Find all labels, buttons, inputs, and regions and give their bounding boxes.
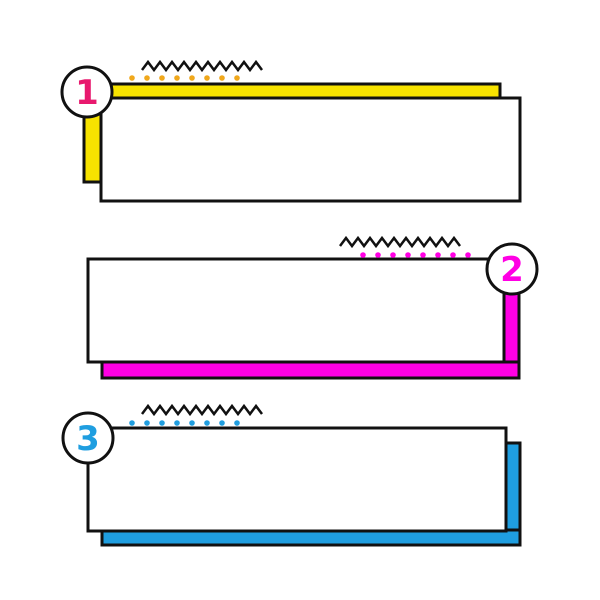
number-badge: [60, 65, 114, 119]
banner-2: 2: [86, 235, 539, 380]
zigzag-icon: [141, 403, 263, 417]
number-badge: [485, 242, 539, 296]
dots-row-icon: [129, 75, 240, 81]
number-badge: [61, 411, 115, 465]
banner-1-frame: [99, 96, 522, 203]
zigzag-icon: [339, 235, 461, 249]
number-label: 3: [76, 419, 100, 459]
number-label: 2: [500, 250, 524, 290]
dots-row-icon: [360, 252, 471, 258]
banner-2-frame: [86, 257, 506, 364]
banner-1-accent-left: [82, 110, 104, 184]
zigzag-icon: [141, 59, 263, 73]
number-label: 1: [75, 73, 99, 113]
banner-1: 1: [60, 59, 522, 203]
dots-row-icon: [129, 420, 240, 426]
banner-3-frame: [86, 426, 508, 533]
banner-2-accent-bottom: [100, 360, 521, 380]
banner-1-accent-top: [103, 82, 502, 100]
banner-3: 3: [61, 403, 522, 547]
